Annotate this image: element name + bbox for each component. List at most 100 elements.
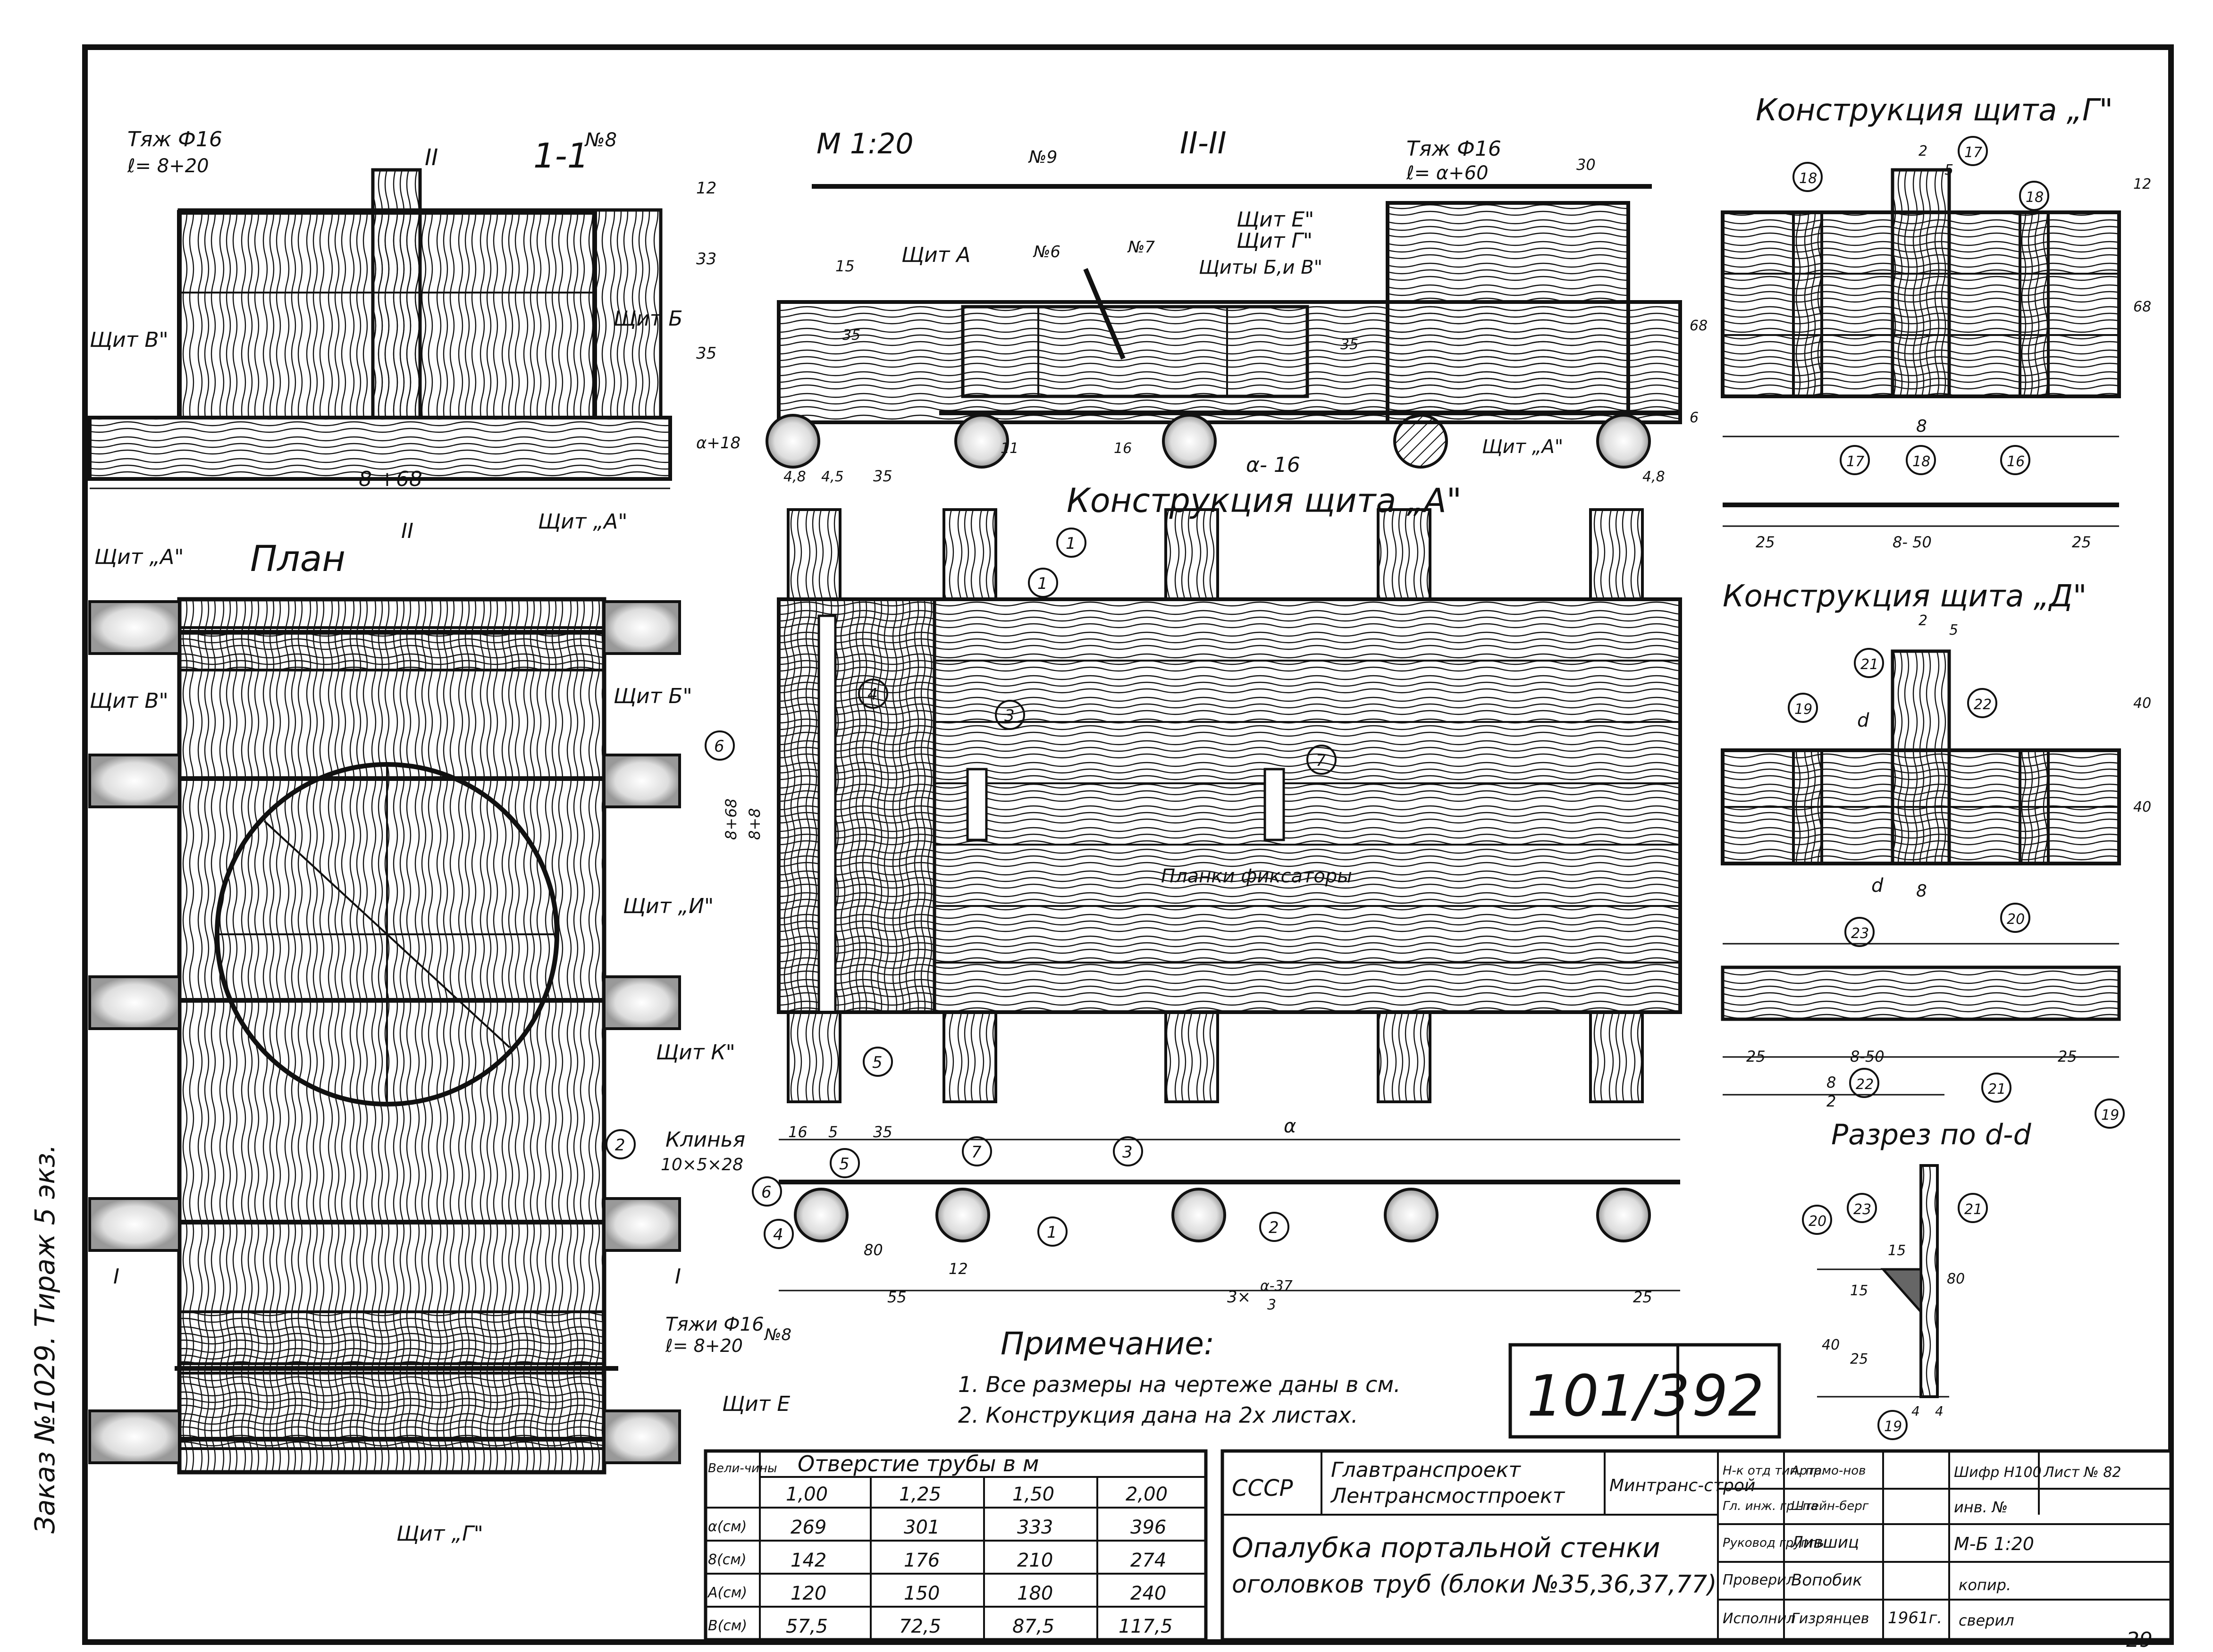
plan-label: Щит В": [90, 689, 168, 713]
plan-label: Щит „А": [94, 545, 184, 569]
table-row-header: Вели-чины: [708, 1461, 777, 1476]
plan-title: План: [250, 537, 345, 579]
table-cell: 142: [791, 1550, 826, 1571]
dim: 8+8: [746, 808, 764, 840]
table-row-label: 8(см): [708, 1551, 747, 1568]
section-1-1-tie: Тяж Ф16: [127, 127, 222, 151]
callout: 19: [2101, 1107, 2119, 1124]
callout: 3: [1004, 706, 1015, 725]
section-1-1-tie-no: №8: [584, 129, 617, 151]
tb-name: Артамо-нов: [1790, 1464, 1866, 1478]
dim: 35: [1340, 336, 1358, 353]
dim: 2: [1918, 143, 1927, 159]
order-note: Заказ №1029. Тираж 5 экз.: [29, 1144, 61, 1534]
tb-role: Руковод группы: [1723, 1536, 1826, 1550]
dim: 8: [1916, 417, 1927, 436]
dim: 8- 50: [1893, 533, 1932, 551]
callout: 1: [1066, 534, 1076, 553]
section-2-2-tie-no: №9: [1028, 148, 1057, 167]
dim: 4,8: [1642, 469, 1665, 485]
section-2-2-panel-g: Щит Г": [1237, 229, 1313, 253]
callout: 23: [1853, 1201, 1871, 1218]
table-cell: 176: [904, 1550, 940, 1571]
callout: 3: [1122, 1143, 1133, 1162]
panel-d-title: Конструкция щита „Д": [1723, 579, 2087, 614]
panel-d-design: Конструкция щита „Д" 21 19 22 23 20 22 2…: [1721, 579, 2151, 1129]
dim: 35: [873, 467, 892, 485]
table-cell: 57,5: [786, 1616, 828, 1637]
sheet-frame: [82, 44, 2174, 1645]
dim: 35: [873, 1123, 892, 1141]
section-2-2-title: II-II: [1180, 126, 1227, 161]
section-1-1-title: 1-1: [533, 136, 589, 176]
plan-label: Клинья: [665, 1128, 745, 1152]
callout: 17: [1964, 144, 1982, 161]
note-2: 2. Конструкция дана на 2х листах.: [958, 1402, 1358, 1428]
section-2-2-panel-e: Щит Е": [1237, 208, 1314, 232]
dim: 25: [1746, 1048, 1766, 1065]
callout: 18: [1912, 453, 1930, 470]
stamp-series: 101/3: [1527, 1364, 1690, 1429]
callout: 23: [1851, 925, 1869, 942]
table-cell: 117,5: [1119, 1616, 1173, 1637]
tb-role: Проверил: [1723, 1572, 1795, 1588]
tb-role: Исполнил: [1723, 1610, 1795, 1627]
tb-org1: Главтранспроект: [1331, 1458, 1521, 1482]
callout: 18: [1799, 170, 1817, 187]
callout: 16: [2007, 453, 2025, 470]
table-col-header: 2,00: [1126, 1484, 1168, 1505]
table-cell: 150: [904, 1583, 940, 1604]
dim: 40: [2133, 695, 2151, 712]
plan-label: Щит „И": [623, 894, 714, 918]
table-col-header: 1,00: [786, 1484, 828, 1505]
notes: Примечание: 1. Все размеры на чертеже да…: [958, 1325, 1401, 1428]
dim: 4: [1935, 1403, 1944, 1419]
section-1-1-tie-len: ℓ= 8+20: [127, 155, 209, 177]
section-1-1: 1-1 II Тяж Ф16 ℓ= 8+20 №8 Щит Б Щит В" 8…: [88, 127, 740, 491]
table-row-label: α(см): [708, 1518, 747, 1535]
dim: 25: [1850, 1351, 1868, 1367]
dim: 4,8: [783, 469, 806, 485]
dim: 68: [2133, 299, 2151, 315]
table-row-label: A(см): [707, 1585, 747, 1601]
tb-inv: инв. №: [1954, 1498, 2008, 1516]
dim: α: [1284, 1115, 1296, 1137]
tb-scale: М-Б 1:20: [1954, 1534, 2034, 1554]
callout: 1: [1037, 574, 1048, 593]
dim: 80: [864, 1241, 883, 1259]
tb-name: Штейн-берг: [1791, 1499, 1869, 1513]
callout: 21: [1988, 1081, 2006, 1098]
section-1-1-width: 8 +68: [359, 467, 422, 491]
plan-label: Щит Б": [614, 684, 692, 708]
dim: 25: [2058, 1048, 2077, 1065]
panel-g-title: Конструкция щита „Г": [1756, 93, 2113, 128]
notes-heading: Примечание:: [1001, 1325, 1214, 1362]
plan-label: Тяжи Ф16: [665, 1314, 764, 1335]
dim: 4: [1911, 1403, 1920, 1419]
plan-label: Щит „А": [538, 510, 627, 534]
callout: 2: [615, 1136, 625, 1155]
callout: 22: [1856, 1076, 1874, 1093]
plan-label: Щит „Г": [396, 1522, 483, 1546]
title-block: СССР Главтранспроект Лентрансмостпроект …: [1220, 1449, 2173, 1642]
callout: 2: [1269, 1218, 1279, 1237]
section-1-1-panel-v: Щит В": [90, 328, 168, 352]
dim: α-37: [1260, 1278, 1293, 1294]
tb-year: 1961г.: [1888, 1609, 1942, 1627]
tb-role: Н-к отд тип. пр.: [1723, 1464, 1826, 1478]
section-2-2-length: α- 16: [1246, 453, 1300, 477]
dim: 33: [696, 250, 716, 268]
section-2-2-tie: Тяж Ф16: [1406, 137, 1501, 161]
dim: 35: [842, 327, 860, 344]
tb-ministry: Минтранс-строй: [1609, 1476, 1755, 1495]
table-cell: 120: [791, 1583, 826, 1604]
callout: 21: [1860, 656, 1878, 673]
dim: 25: [2072, 533, 2091, 551]
callout: 4: [867, 685, 878, 704]
plan-label: №8: [764, 1325, 791, 1344]
dim: 4,5: [821, 469, 844, 485]
dim: 15: [835, 257, 855, 275]
table-cell: 269: [791, 1517, 826, 1538]
dim: 80: [1947, 1271, 1965, 1287]
table-cell: 274: [1130, 1550, 1166, 1571]
